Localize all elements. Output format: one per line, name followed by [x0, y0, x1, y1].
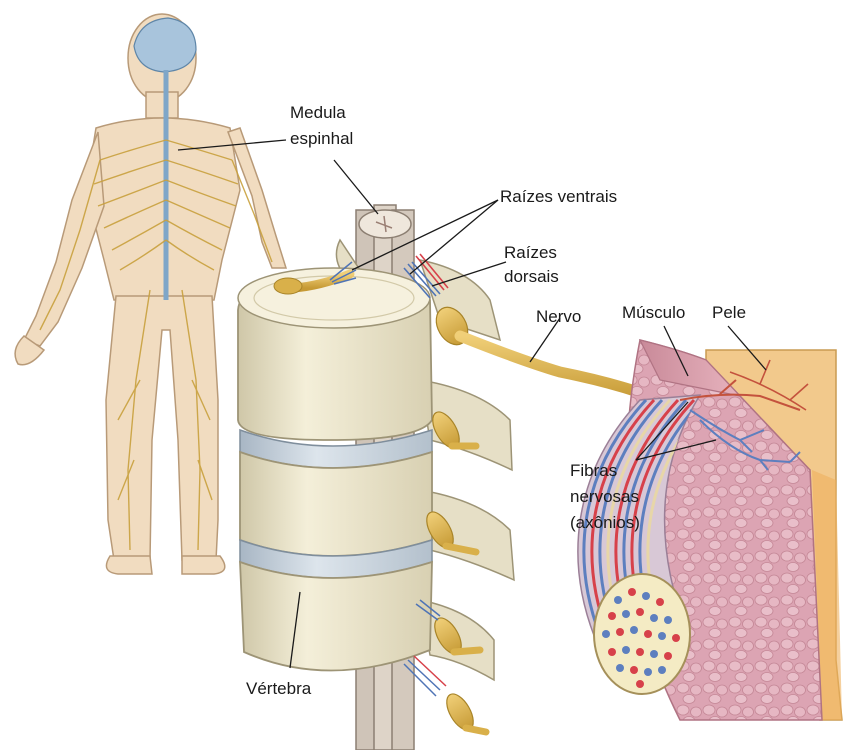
- label-axonios: (axônios): [570, 512, 640, 533]
- label-dorsais: dorsais: [504, 266, 559, 287]
- label-pele: Pele: [712, 302, 746, 323]
- label-raizes: Raízes: [504, 242, 557, 263]
- label-espinhal: espinhal: [290, 128, 353, 149]
- label-musculo: Músculo: [622, 302, 685, 323]
- label-nervo: Nervo: [536, 306, 581, 327]
- label-vertebra: Vértebra: [246, 678, 311, 699]
- label-nervosas: nervosas: [570, 486, 639, 507]
- label-fibras: Fibras: [570, 460, 617, 481]
- label-raizes-ventrais: Raízes ventrais: [500, 186, 617, 207]
- label-medula: Medula: [290, 102, 346, 123]
